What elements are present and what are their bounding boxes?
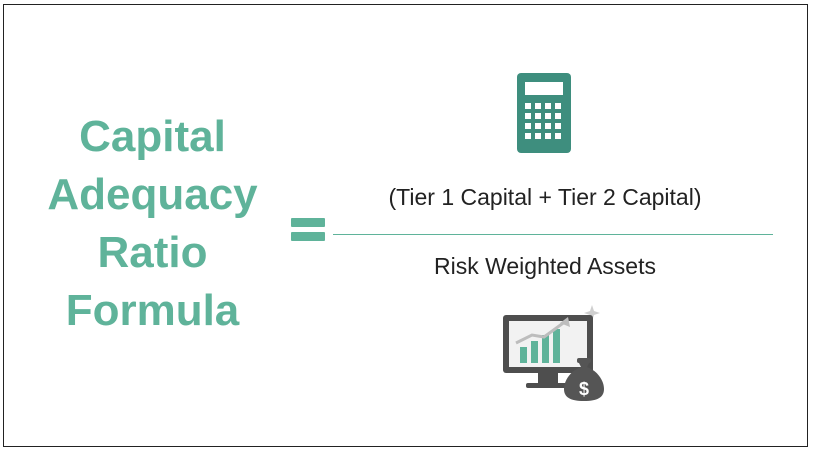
fraction-line [333, 234, 773, 235]
title-line-4: Formula [65, 286, 240, 335]
infographic-frame [3, 4, 808, 447]
equals-bar-bottom [291, 232, 325, 241]
calculator-icon [517, 73, 571, 153]
formula-numerator: (Tier 1 Capital + Tier 2 Capital) [388, 184, 702, 210]
title-line-3: Ratio [97, 228, 208, 277]
formula-title: Capital Adequacy Ratio Formula [25, 108, 280, 340]
title-line-2: Adequacy [47, 170, 258, 219]
equals-sign [291, 214, 325, 244]
monitor-chart-money-bag-icon: $ [498, 303, 613, 403]
title-line-1: Capital [79, 112, 226, 161]
svg-text:$: $ [579, 379, 589, 399]
equals-bar-top [291, 218, 325, 227]
formula-denominator: Risk Weighted Assets [433, 253, 656, 279]
